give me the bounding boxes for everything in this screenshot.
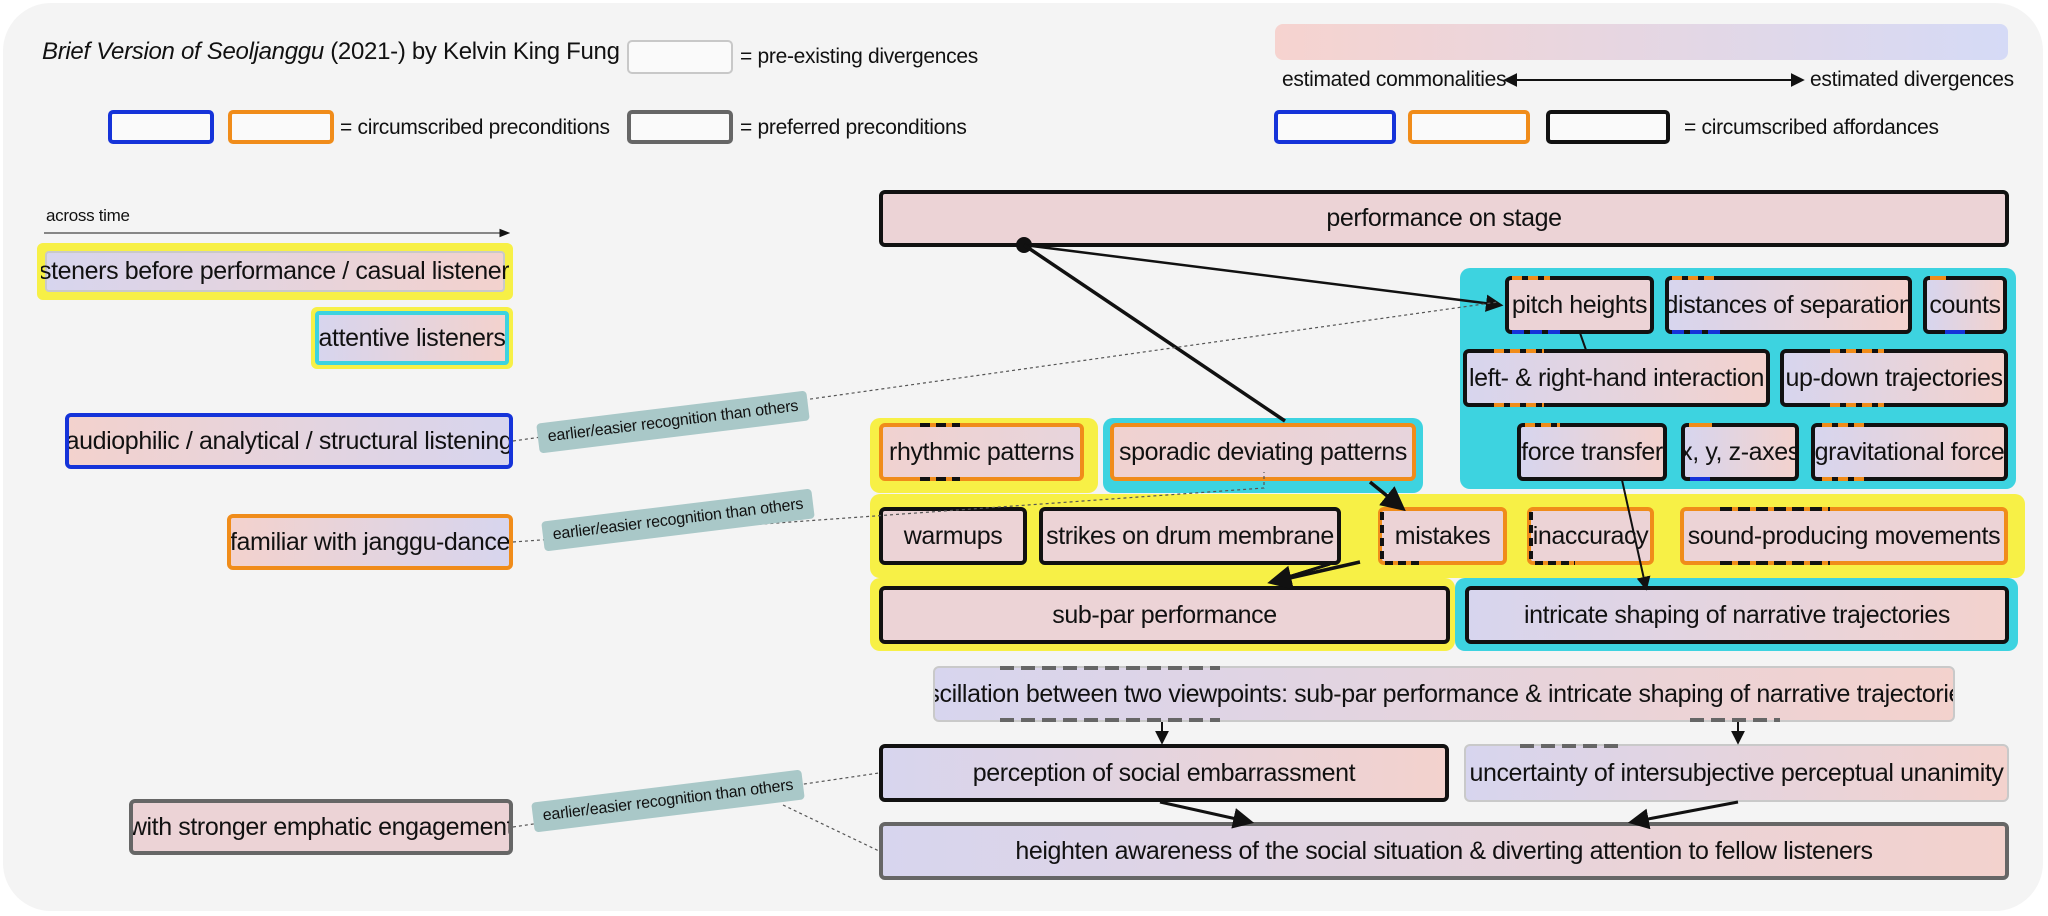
legend-preferred-preconditions-label: = preferred preconditions [740,116,967,139]
legend-swatch-grey [627,110,733,144]
node-oscillation-label: oscillation between two viewpoints: sub-… [933,679,1955,708]
legend-circumscribed-preconditions-label: = circumscribed preconditions [340,116,610,139]
legend-circumscribed-affordances-label: = circumscribed affordances [1684,116,1939,139]
legend-swatch-pre-existing [627,40,733,74]
listener-emphatic-box: with stronger emphatic engagement [129,799,513,855]
embarrassment-to-heighten-link [1159,800,1255,829]
legend-divergences-label: estimated divergences [1810,68,2014,91]
stage-to-sporadic-link [1023,243,1286,423]
listener-casual-label: listeners before performance / casual li… [37,257,513,285]
node-inaccuracy-label: inaccuracy [1532,521,1649,550]
node-sub-par-performance: sub-par performance [879,586,1450,644]
pitch-to-force-link [1579,332,1587,351]
legend-affordance-swatch-black [1546,110,1670,144]
legend-swatch-orange [228,110,334,144]
node-mistakes-label: mistakes [1394,521,1491,550]
stage-to-pitch-link [1023,243,1504,312]
node-left-right-hand-interaction: left- & right-hand interaction [1463,349,1770,407]
node-subpar-label: sub-par performance [1052,600,1277,629]
node-performance-on-stage-label: performance on stage [1326,204,1562,232]
node-counts-label: counts [1929,290,2001,319]
diagram-title: Brief Version of Seoljanggu (2021-) by K… [42,38,656,66]
to-subpar-link [1267,560,1361,590]
node-strikes-on-drum-membrane: strikes on drum membrane [1039,507,1341,565]
listener-janggu-box: familiar with janggu-dance [227,514,513,570]
commonality-divergence-gradient [1275,24,2008,60]
listener-emphatic-label: with stronger emphatic engagement [129,812,513,841]
legend-commonalities-label: estimated commonalities [1282,68,1507,91]
listener-audiophilic-label: audiophilic / analytical / structural li… [65,426,513,455]
across-time-label: across time [46,206,130,225]
force-to-intricate-link [1621,479,1651,591]
node-up-down-trajectories: up-down trajectories [1780,349,2008,407]
listener-janggu-label: familiar with janggu-dance [229,527,511,556]
node-mistakes: mistakes [1378,507,1507,565]
node-rhythmic-patterns: rhythmic patterns [879,423,1084,481]
node-gravitational-label: gravitational force [1814,437,2005,466]
legend-pre-existing-label: = pre-existing divergences [740,45,978,68]
node-rhythmic-label: rhythmic patterns [889,437,1074,466]
node-performance-on-stage: performance on stage [879,190,2009,247]
node-embarrassment-label: perception of social embarrassment [972,758,1356,787]
node-warmups-label: warmups [903,521,1003,550]
listener-audiophilic-box: audiophilic / analytical / structural li… [65,413,513,469]
sporadic-to-mistakes-link [1368,480,1406,512]
node-up-down-label: up-down trajectories [1785,363,2003,392]
node-intricate-label: intricate shaping of narrative trajector… [1523,600,1951,629]
legend-swatch-blue [108,110,214,144]
node-social-embarrassment: perception of social embarrassment [879,744,1449,802]
listener-casual-box: listeners before performance / casual li… [37,243,513,300]
listener-attentive-label: attentive listeners [318,323,506,352]
node-xyz-axes: x, y, z-axes [1681,423,1799,481]
node-sporadic-deviating-patterns: sporadic deviating patterns [1110,423,1416,481]
node-xyz-label: x, y, z-axes [1681,437,1799,466]
node-oscillation: oscillation between two viewpoints: sub-… [933,666,1955,722]
node-gravitational-force: gravitational force [1811,423,2008,481]
node-inaccuracy: inaccuracy [1527,507,1654,565]
node-distances-label: distances of separation [1665,290,1912,319]
node-strikes-label: strikes on drum membrane [1046,521,1334,550]
uncertainty-to-heighten-link [1627,800,1739,830]
listener-attentive-box: attentive listeners [311,307,513,369]
dashed-accents [920,276,1965,748]
title-suffix: (2021-) by Kelvin King Fung Ng [323,38,657,65]
node-heighten-label: heighten awareness of the social situati… [1015,836,1873,865]
node-uncertainty: uncertainty of intersubjective perceptua… [1464,744,2009,802]
legend-affordance-swatch-orange [1408,110,1530,144]
node-sound-label: sound-producing movements [1687,521,2001,550]
node-uncertainty-label: uncertainty of intersubjective perceptua… [1469,758,2004,787]
node-sporadic-label: sporadic deviating patterns [1119,437,1407,466]
janggu-dotted-link [512,472,1265,543]
legend-affordance-swatch-blue [1274,110,1396,144]
node-pitch-heights: pitch heights [1505,276,1654,334]
node-force-transfer-label: force transfer [1521,437,1663,466]
title-work-name-main: Seoljanggu [206,38,324,65]
node-pitch-heights-label: pitch heights [1511,290,1648,319]
node-warmups: warmups [879,507,1027,565]
emphatic-dotted-link-b [782,804,880,852]
node-distances-of-separation: distances of separation [1665,276,1912,334]
title-work-name: Brief Version of [42,38,207,65]
node-sound-producing-movements: sound-producing movements [1680,507,2008,565]
node-force-transfer: force transfer [1517,423,1667,481]
audiophilic-dotted-link [512,301,1499,442]
node-counts: counts [1923,276,2007,334]
node-heighten-awareness: heighten awareness of the social situati… [879,822,2009,880]
node-intricate-shaping: intricate shaping of narrative trajector… [1465,586,2009,644]
node-left-right-label: left- & right-hand interaction [1468,363,1765,392]
